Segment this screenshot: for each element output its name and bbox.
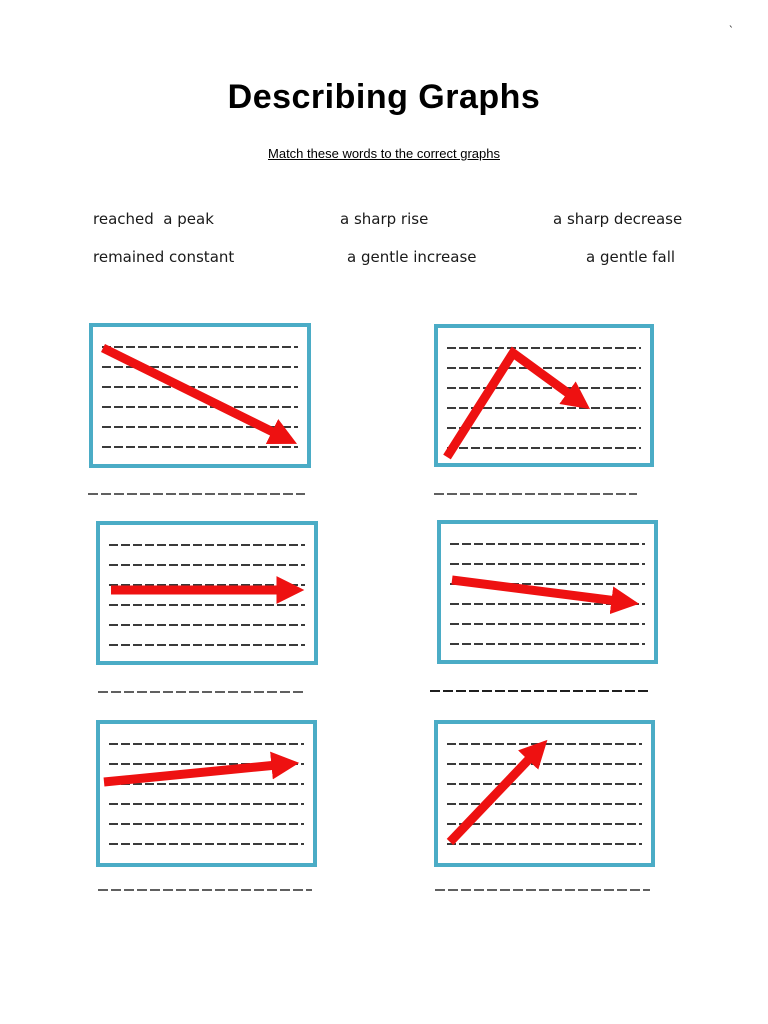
ruled-line: [102, 386, 298, 388]
ruled-line: [447, 427, 641, 429]
ruled-line: [450, 583, 645, 585]
answer-blank-top-left: [88, 493, 305, 495]
word-remained-constant: remained constant: [93, 248, 235, 266]
ruled-lines: [447, 347, 641, 467]
ruled-line: [450, 603, 645, 605]
ruled-line: [447, 783, 642, 785]
word-a-sharp-rise: a sharp rise: [340, 210, 429, 228]
ruled-line: [102, 366, 298, 368]
ruled-line: [102, 406, 298, 408]
ruled-line: [450, 643, 645, 645]
gentle-fall-arrow: [451, 575, 640, 615]
ruled-line: [109, 843, 304, 845]
ruled-line: [109, 564, 305, 566]
ruled-line: [109, 644, 305, 646]
ruled-line: [447, 407, 641, 409]
ruled-line: [450, 563, 645, 565]
word-a-gentle-increase: a gentle increase: [347, 248, 477, 266]
ruled-line: [109, 743, 304, 745]
word-a-gentle-fall: a gentle fall: [586, 248, 676, 266]
graph-box-bottom-right: [434, 720, 655, 867]
answer-blank-bottom-right: [435, 889, 650, 891]
ruled-line: [109, 624, 305, 626]
word-reached-a-peak: reached a peak: [93, 210, 214, 228]
ruled-line: [447, 803, 642, 805]
ruled-line: [447, 367, 641, 369]
ruled-line: [109, 584, 305, 586]
ruled-line: [109, 783, 304, 785]
graph-box-top-left: [89, 323, 311, 468]
graph-box-top-right: [434, 324, 654, 467]
word-a-sharp-decrease: a sharp decrease: [553, 210, 683, 228]
ruled-line: [447, 843, 642, 845]
ruled-line: [109, 763, 304, 765]
ruled-lines: [109, 544, 305, 664]
graph-box-middle-right: [437, 520, 658, 664]
ruled-line: [447, 823, 642, 825]
answer-blank-middle-left: [98, 691, 305, 693]
ruled-line: [447, 387, 641, 389]
ruled-line: [109, 823, 304, 825]
ruled-lines: [109, 743, 304, 863]
answer-blank-middle-right: [430, 690, 648, 692]
ruled-line: [109, 544, 305, 546]
sharp-decrease-arrow: [101, 343, 298, 445]
ruled-line: [447, 447, 641, 449]
ruled-line: [102, 426, 298, 428]
ruled-line: [450, 623, 645, 625]
answer-blank-bottom-left: [98, 889, 312, 891]
ruled-line: [102, 346, 298, 348]
ruled-line: [102, 446, 298, 448]
ruled-line: [447, 347, 641, 349]
constant-horizontal-arrow: [111, 576, 305, 604]
stray-mark: `: [728, 24, 735, 37]
page-title: Describing Graphs: [227, 78, 541, 116]
ruled-line: [450, 543, 645, 545]
answer-blank-top-right: [434, 493, 637, 495]
sharp-rise-arrow: [446, 739, 548, 846]
graph-box-bottom-left: [96, 720, 317, 867]
rise-then-fall-peak-arrow: [443, 346, 591, 460]
gentle-increase-arrow: [103, 751, 300, 787]
graph-box-middle-left: [96, 521, 318, 665]
ruled-lines: [102, 346, 298, 466]
ruled-line: [109, 604, 305, 606]
ruled-line: [109, 803, 304, 805]
instruction-subtitle: Match these words to the correct graphs: [268, 146, 500, 161]
ruled-lines: [450, 543, 645, 663]
